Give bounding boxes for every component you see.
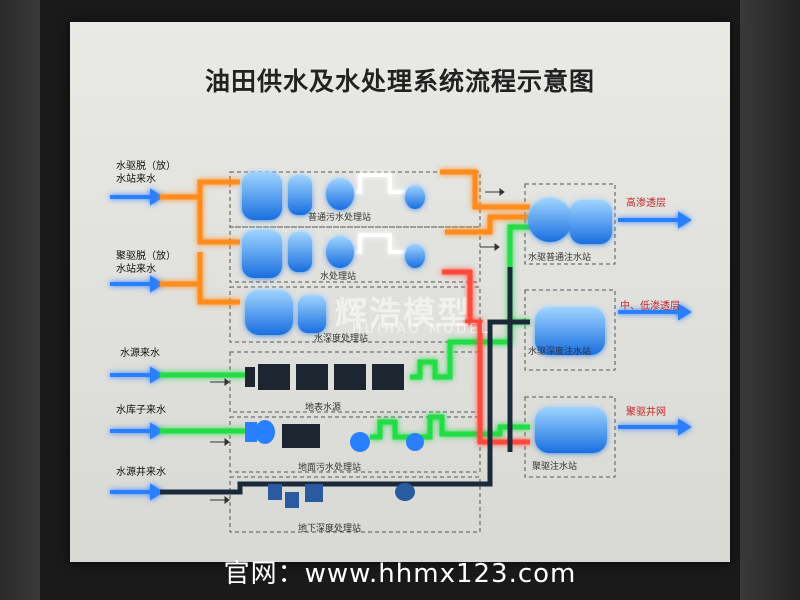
flow-diagram	[110, 169, 692, 533]
input-label-2-line1: 聚驱脱（放）	[116, 251, 176, 262]
input-label-1-line1: 水驱脱（放）	[116, 161, 176, 172]
station-box-out-2	[524, 289, 616, 371]
units-row-5	[245, 420, 424, 452]
output-station-name-1: 水驱普通注水站	[528, 253, 592, 263]
input-arrows	[110, 188, 164, 501]
white-pipes	[355, 173, 415, 254]
station-box-3	[229, 286, 481, 343]
orange-pipes	[160, 169, 530, 305]
input-label-2: 聚驱脱（放） 水站来水	[116, 250, 176, 276]
units-row-6	[268, 483, 415, 508]
website-footer: 官网：www.hhmx123.com	[223, 559, 577, 589]
station-box-5	[229, 416, 481, 473]
input-label-4: 水库子来水	[116, 405, 166, 416]
tanks-row-2	[242, 230, 425, 278]
output-label-3: 聚驱井网	[626, 407, 666, 418]
output-label-1: 高渗透层	[626, 198, 666, 209]
dark-pipes	[160, 267, 530, 495]
filters-row-4	[245, 364, 404, 390]
wall-left	[0, 0, 40, 600]
flow-markers	[210, 188, 505, 504]
input-label-5: 水源井来水	[116, 467, 166, 478]
output-station-name-2: 水驱深度注水站	[528, 347, 592, 357]
station-box-2	[229, 226, 481, 283]
output-station-name-3: 聚驱注水站	[532, 462, 578, 472]
station-box-out-3	[524, 396, 616, 478]
display-board: 油田供水及水处理系统流程示意图	[70, 22, 730, 562]
wall-right	[740, 0, 800, 600]
output-tanks	[528, 198, 612, 453]
station-name-5: 地面污水处理站	[298, 463, 362, 473]
input-label-1-line2: 水站来水	[116, 174, 156, 185]
watermark-subtitle: HUIHAO MODEL	[352, 322, 491, 337]
input-label-3: 水源来水	[120, 348, 160, 359]
station-box-6	[229, 476, 481, 533]
station-name-3: 水深度处理站	[314, 334, 369, 344]
tanks-row-3	[245, 290, 326, 335]
station-name-1: 普通污水处理站	[308, 213, 372, 223]
station-box-1	[229, 171, 481, 228]
input-label-2-line2: 水站来水	[116, 264, 156, 275]
output-label-2: 中、低渗透层	[620, 301, 680, 312]
diagram-title: 油田供水及水处理系统流程示意图	[204, 67, 595, 96]
station-box-out-1	[524, 183, 616, 265]
red-pipes	[442, 269, 530, 445]
tanks-row-1	[242, 172, 425, 220]
input-label-1: 水驱脱（放） 水站来水	[116, 160, 176, 186]
output-arrows	[618, 211, 692, 436]
station-name-6: 地下深度处理站	[298, 524, 362, 534]
station-name-2: 水处理站	[320, 272, 357, 282]
station-name-4: 地表水源	[305, 403, 342, 413]
watermark-logo: 辉浩模型	[335, 294, 472, 332]
